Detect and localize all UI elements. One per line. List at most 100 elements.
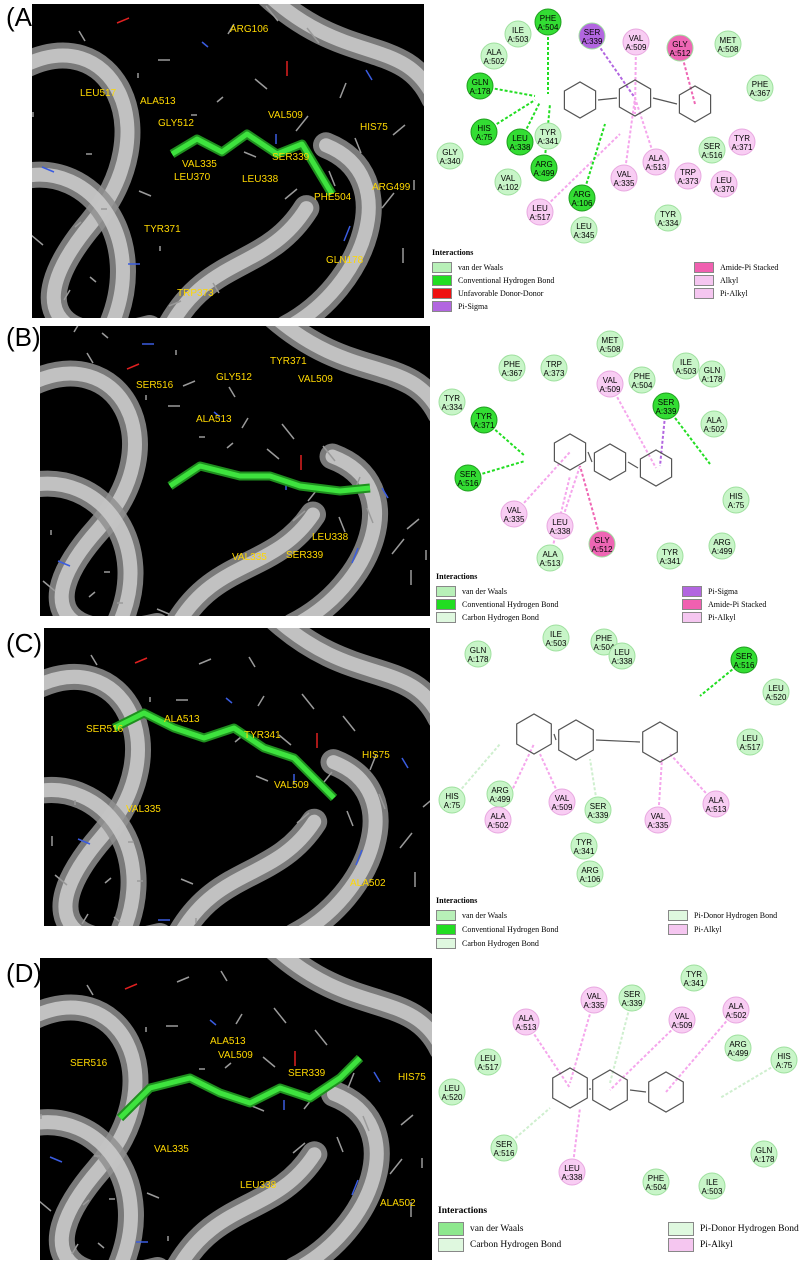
ligand-bond: [652, 97, 678, 105]
legend-item: Pi-Alkyl: [694, 288, 748, 299]
residue-name: ARG: [713, 538, 730, 547]
residue-stick: [301, 693, 315, 710]
legend-swatch: [694, 275, 714, 286]
ligand-ring: [592, 1069, 628, 1111]
residue-label: VAL335: [154, 1144, 189, 1155]
residue-stick: [73, 326, 79, 333]
residue-circle: [674, 162, 702, 190]
residue-stick: [134, 657, 148, 664]
legend-swatch: [436, 586, 456, 597]
interaction-line: [579, 465, 603, 545]
residue-name: GLN: [472, 78, 489, 87]
legend-label: Unfavorable Donor-Donor: [458, 289, 544, 298]
residue-stick: [228, 386, 236, 398]
residue-circle: [736, 728, 764, 756]
residue-stick: [201, 41, 209, 48]
residue-circle: [652, 392, 680, 420]
residue-stick: [226, 442, 234, 449]
residue-stick: [306, 27, 320, 44]
residue-name: MET: [602, 336, 619, 345]
residue-circle: [542, 624, 570, 652]
legend-item: Unfavorable Donor-Donor: [432, 288, 543, 299]
residue-stick: [399, 832, 413, 849]
residue-circle: [534, 122, 562, 150]
ligand-ring: [618, 79, 652, 117]
protein-ribbon-highlight: [40, 366, 142, 616]
legend-label: Carbon Hydrogen Bond: [462, 613, 539, 622]
residue-name: SER: [590, 802, 607, 811]
residue-circle: [580, 986, 608, 1014]
residue-label: GLY512: [216, 372, 252, 383]
residue-label: PHE504: [314, 192, 352, 203]
residue-name: SER: [460, 470, 477, 479]
residue-stick: [104, 877, 112, 884]
residue-circle: [474, 1048, 502, 1076]
protein-ribbon-highlight: [167, 201, 314, 318]
residue-name: VAL: [603, 376, 618, 385]
legend-swatch: [432, 262, 452, 273]
residue-name: SER: [658, 398, 675, 407]
residue-name: ALA: [708, 796, 724, 805]
residue-stick: [266, 448, 280, 460]
residue-circle: [610, 164, 638, 192]
protein-ribbon-highlight: [276, 958, 432, 1046]
residue-stick: [81, 913, 89, 925]
residue-label: VAL509: [298, 374, 333, 385]
residue-circle: [702, 790, 730, 818]
residue-number: A:503: [676, 367, 697, 376]
legend-item: Pi-Donor Hydrogen Bond: [668, 910, 777, 921]
protein-ribbon-highlight: [177, 814, 322, 926]
protein-ribbon-highlight: [275, 326, 430, 410]
residue-number: A:520: [442, 1093, 463, 1102]
legend-swatch: [682, 612, 702, 623]
residue-stick: [90, 654, 98, 666]
residue-stick: [336, 1136, 344, 1153]
residue-number: A:502: [484, 57, 505, 66]
interaction-line: [699, 659, 745, 697]
residue-number: A:517: [478, 1063, 499, 1072]
residue-name: ILE: [680, 358, 692, 367]
residue-stick: [351, 1179, 359, 1196]
residue-stick: [241, 417, 249, 429]
residue-stick: [342, 715, 356, 732]
residue-stick: [339, 82, 347, 99]
residue-stick: [243, 151, 257, 158]
residue-stick: [41, 166, 55, 173]
residue-stick: [328, 170, 336, 187]
residue-name: VAL: [675, 1012, 690, 1021]
ligand-bond: [627, 461, 639, 469]
residue-circle: [668, 1006, 696, 1034]
legend-item: Pi-Alkyl: [668, 1238, 733, 1252]
residue-number: A:335: [614, 179, 635, 188]
residue-name: LEU: [768, 684, 784, 693]
residue-name: LEU: [552, 518, 568, 527]
residue-number: A:373: [678, 177, 699, 186]
residue-number: A:509: [552, 803, 573, 812]
legend-label: Pi-Alkyl: [708, 613, 736, 622]
legend-label: Pi-Donor Hydrogen Bond: [694, 911, 778, 920]
residue-name: LEU: [614, 648, 630, 657]
residue-label: SER339: [286, 550, 324, 561]
residue-number: A:499: [712, 547, 733, 556]
ligand: [118, 1056, 362, 1120]
legend-title: Interactions: [432, 248, 474, 257]
residue-circle: [698, 136, 726, 164]
